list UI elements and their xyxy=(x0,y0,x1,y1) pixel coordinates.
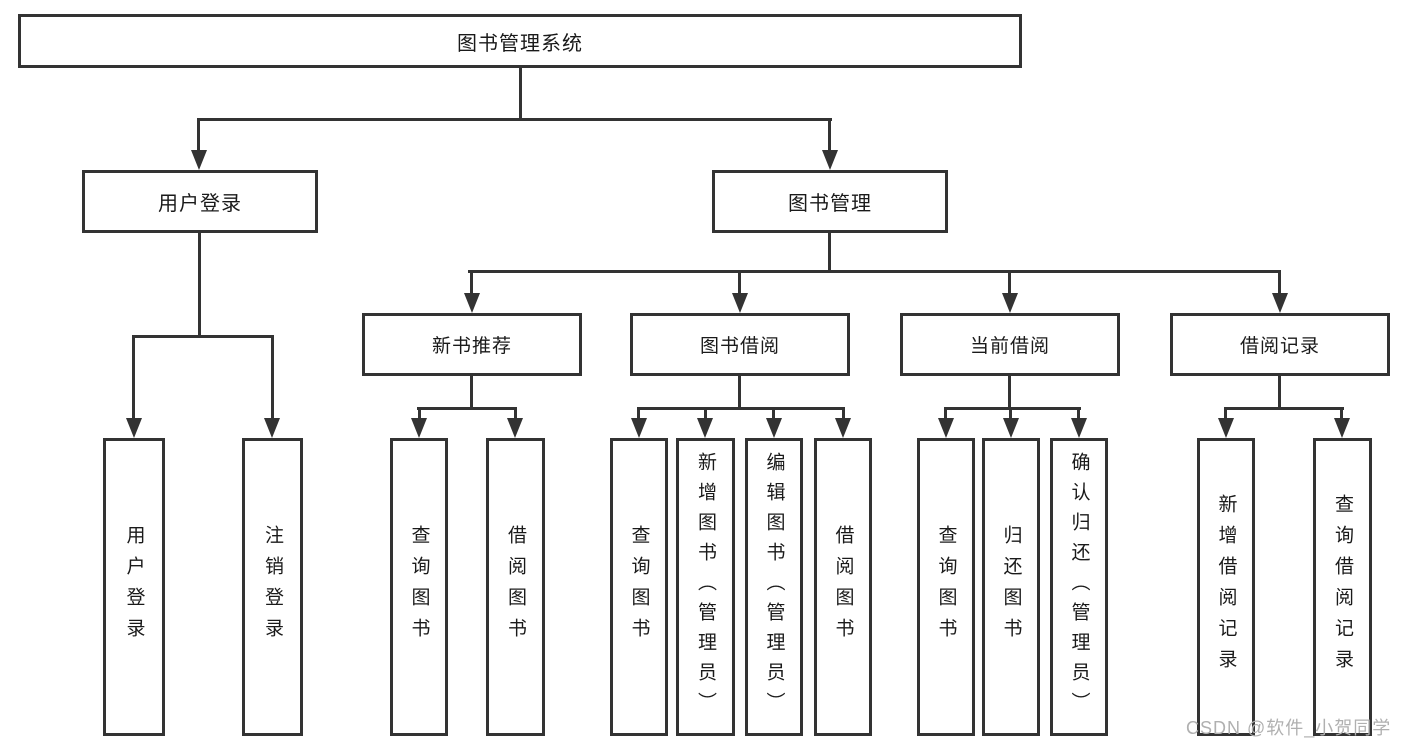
leaf-label: 借阅图书 xyxy=(832,525,854,649)
leaf-label: 新增借阅记录 xyxy=(1215,494,1237,680)
arrowhead-borrow-records xyxy=(1272,293,1288,313)
arrowhead-book-management xyxy=(822,150,838,170)
node-borrow-records: 借阅记录 xyxy=(1170,313,1390,376)
arrowhead-br-add-record xyxy=(1218,418,1234,438)
arrowhead-leaf-logout xyxy=(264,418,280,438)
arrowhead-book-borrowing xyxy=(732,293,748,313)
node-label: 借阅记录 xyxy=(1239,336,1320,357)
arrowhead-leaf-user-login xyxy=(126,418,142,438)
node-label: 用户登录 xyxy=(158,193,242,215)
leaf-newbook-borrow-books: 借阅图书 xyxy=(486,438,545,736)
connector-records-drop-2 xyxy=(1340,407,1343,418)
connector-current-drop-2 xyxy=(1009,407,1012,418)
arrowhead-nb-borrow-books xyxy=(507,418,523,438)
leaf-label: 新增图书（管理员） xyxy=(695,452,716,722)
leaf-newbook-query-books: 查询图书 xyxy=(390,438,448,736)
arrowhead-cb-query-books xyxy=(938,418,954,438)
arrowhead-cb-confirm-return xyxy=(1071,418,1087,438)
node-label: 图书管理 xyxy=(788,193,872,215)
connector-newbook-drop-2 xyxy=(514,407,517,418)
leaf-current-confirm-return-admin: 确认归还（管理员） xyxy=(1050,438,1108,736)
arrowhead-br-query-record xyxy=(1334,418,1350,438)
leaf-borrowing-edit-books-admin: 编辑图书（管理员） xyxy=(745,438,803,736)
leaf-borrowing-borrow-books: 借阅图书 xyxy=(814,438,872,736)
leaf-label: 借阅图书 xyxy=(505,525,526,649)
connector-bookmgmt-drop-1 xyxy=(470,270,473,295)
leaf-label: 归还图书 xyxy=(1000,525,1022,649)
connector-borrowing-drop-3 xyxy=(772,407,775,418)
leaf-user-login: 用户登录 xyxy=(103,438,165,736)
arrowhead-user-login xyxy=(191,150,207,170)
connector-bookmgmt-drop-2 xyxy=(738,270,741,295)
arrowhead-nb-query-books xyxy=(411,418,427,438)
leaf-label: 确认归还（管理员） xyxy=(1068,452,1090,722)
node-library-management-system: 图书管理系统 xyxy=(18,14,1022,68)
node-current-borrowing: 当前借阅 xyxy=(900,313,1120,376)
arrowhead-cb-return-books xyxy=(1003,418,1019,438)
node-label: 图书借阅 xyxy=(699,336,780,357)
node-user-login: 用户登录 xyxy=(82,170,318,233)
arrowhead-bb-borrow-books xyxy=(835,418,851,438)
node-label: 图书管理系统 xyxy=(457,32,583,55)
leaf-label: 编辑图书（管理员） xyxy=(763,452,785,722)
connector-borrowing-drop-2 xyxy=(704,407,707,418)
connector-bookmgmt-drop-4 xyxy=(1278,270,1281,295)
node-new-book-recommend: 新书推荐 xyxy=(362,313,582,376)
arrowhead-bb-query-books xyxy=(631,418,647,438)
connector-records-rail xyxy=(1224,407,1344,410)
connector-userlogin-drop-2 xyxy=(271,335,274,418)
connector-current-drop-1 xyxy=(944,407,947,418)
connector-newbook-stem xyxy=(470,376,473,407)
leaf-label: 查询图书 xyxy=(408,525,430,649)
connector-bookmgmt-rail xyxy=(468,270,1281,273)
leaf-label: 查询图书 xyxy=(628,525,650,649)
leaf-records-query-record: 查询借阅记录 xyxy=(1313,438,1372,736)
connector-userlogin-drop-1 xyxy=(132,335,135,418)
arrowhead-new-book-recommend xyxy=(464,293,480,313)
csdn-watermark: CSDN @软件_小贺同学 xyxy=(1186,718,1392,738)
leaf-records-add-record: 新增借阅记录 xyxy=(1197,438,1255,736)
connector-userlogin-rail xyxy=(132,335,274,338)
connector-userlogin-stem xyxy=(198,233,201,335)
connector-borrowing-drop-4 xyxy=(842,407,845,418)
node-label: 当前借阅 xyxy=(969,336,1050,357)
connector-borrowing-stem xyxy=(738,376,741,407)
connector-current-drop-3 xyxy=(1077,407,1080,418)
connector-root-stem xyxy=(519,68,522,118)
connector-newbook-rail xyxy=(417,407,517,410)
connector-current-rail xyxy=(944,407,1081,410)
arrowhead-current-borrowing xyxy=(1002,293,1018,313)
leaf-current-return-books: 归还图书 xyxy=(982,438,1040,736)
leaf-label: 查询借阅记录 xyxy=(1332,494,1353,680)
connector-bookmgmt-drop-3 xyxy=(1008,270,1011,295)
connector-borrowing-drop-1 xyxy=(637,407,640,418)
connector-current-stem xyxy=(1008,376,1011,407)
node-label: 新书推荐 xyxy=(431,336,512,357)
connector-root-left-drop xyxy=(197,118,200,152)
leaf-label: 查询图书 xyxy=(935,525,957,649)
connector-borrowing-rail xyxy=(637,407,845,410)
leaf-current-query-books: 查询图书 xyxy=(917,438,975,736)
connector-newbook-drop-1 xyxy=(418,407,421,418)
leaf-label: 注销登录 xyxy=(262,525,283,649)
connector-records-stem xyxy=(1278,376,1281,407)
leaf-logout-login: 注销登录 xyxy=(242,438,303,736)
connector-root-right-drop xyxy=(828,118,831,152)
connector-root-rail xyxy=(197,118,832,121)
node-book-management: 图书管理 xyxy=(712,170,948,233)
connector-bookmgmt-stem xyxy=(828,233,831,270)
connector-records-drop-1 xyxy=(1224,407,1227,418)
leaf-borrowing-add-books-admin: 新增图书（管理员） xyxy=(676,438,735,736)
leaf-borrowing-query-books: 查询图书 xyxy=(610,438,668,736)
arrowhead-bb-add-books xyxy=(697,418,713,438)
node-book-borrowing: 图书借阅 xyxy=(630,313,850,376)
arrowhead-bb-edit-books xyxy=(766,418,782,438)
leaf-label: 用户登录 xyxy=(123,525,145,649)
